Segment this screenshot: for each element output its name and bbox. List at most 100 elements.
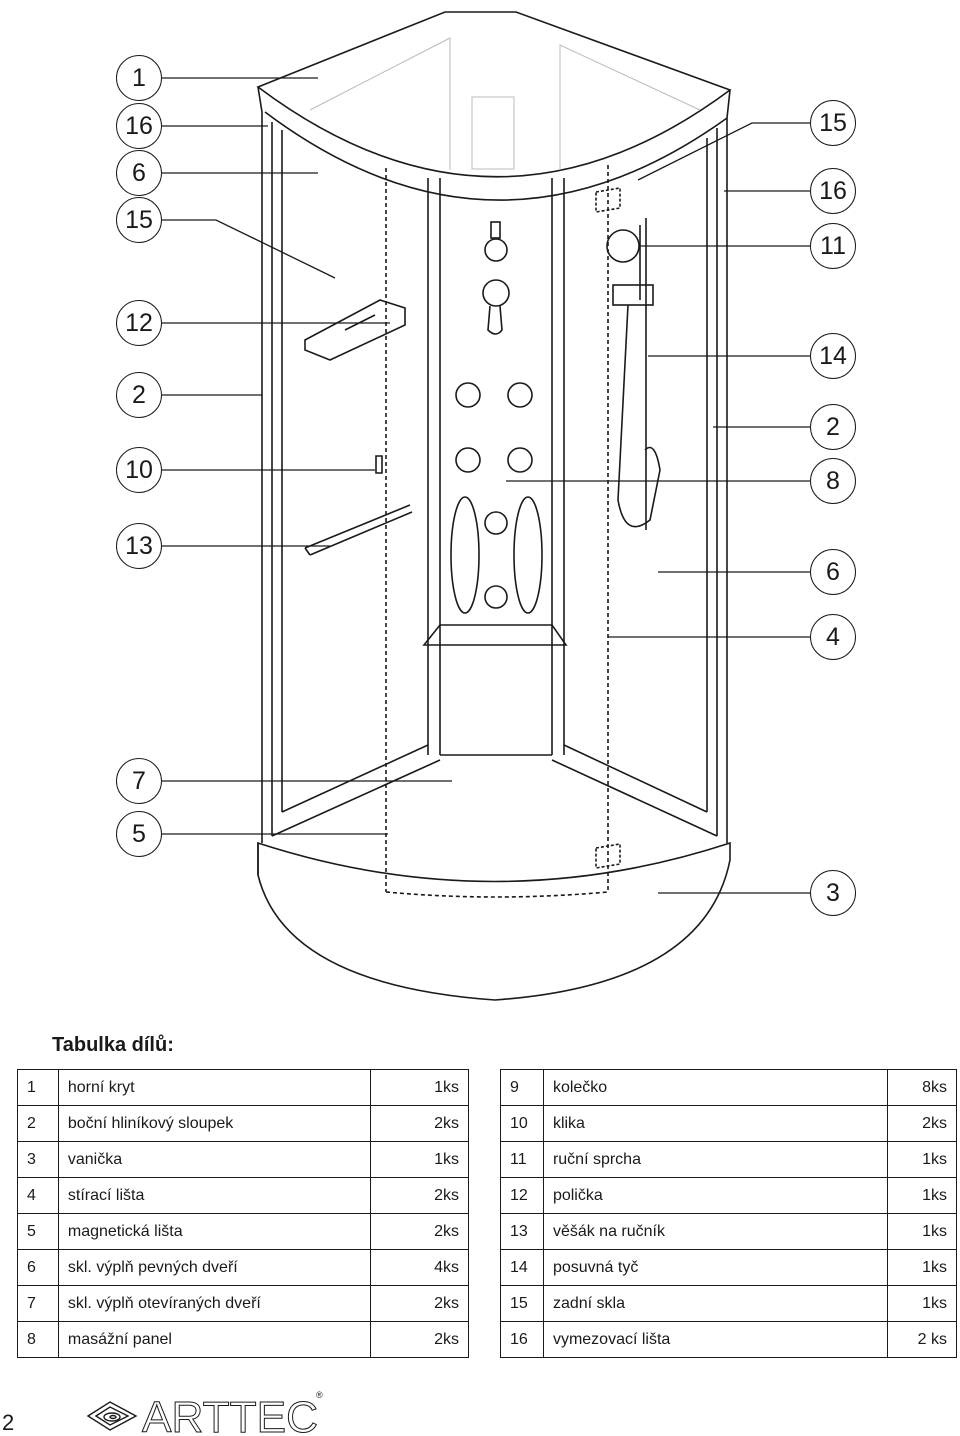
part-number: 3 — [17, 1141, 59, 1178]
part-name: vymezovací lišta — [542, 1321, 889, 1358]
left-post — [261, 112, 283, 843]
part-qty: 1ks — [370, 1069, 469, 1106]
part-name: skl. výplň pevných dveří — [57, 1249, 372, 1286]
part-name: polička — [542, 1177, 889, 1214]
logo-text: ARTTEC — [142, 1393, 318, 1434]
part-qty: 1ks — [887, 1141, 957, 1178]
part-name: magnetická lišta — [57, 1213, 372, 1250]
part-qty: 2ks — [370, 1105, 469, 1142]
shower-tray — [257, 841, 731, 1001]
shower-enclosure-drawing — [160, 11, 810, 1001]
callout-left-5: 12 — [116, 300, 162, 346]
part-number: 8 — [17, 1321, 59, 1358]
part-number: 4 — [17, 1177, 59, 1214]
part-qty: 1ks — [887, 1285, 957, 1322]
callout-right-1: 15 — [810, 100, 856, 146]
part-number: 11 — [500, 1141, 544, 1178]
page-number: 2 — [2, 1410, 15, 1435]
arttec-logo: ARTTEC ® — [86, 1390, 323, 1434]
part-name: masážní panel — [57, 1321, 372, 1358]
part-number: 10 — [500, 1105, 544, 1142]
part-name: klika — [542, 1105, 889, 1142]
part-qty: 2ks — [370, 1177, 469, 1214]
callout-left-7: 10 — [116, 447, 162, 493]
part-name: kolečko — [542, 1069, 889, 1106]
callout-left-3: 6 — [116, 150, 162, 196]
part-name: horní kryt — [57, 1069, 372, 1106]
part-name: stírací lišta — [57, 1177, 372, 1214]
part-number: 1 — [17, 1069, 59, 1106]
part-number: 12 — [500, 1177, 544, 1214]
part-qty: 4ks — [370, 1249, 469, 1286]
towel-rail — [304, 504, 413, 556]
callout-left-8: 13 — [116, 523, 162, 569]
part-qty: 2ks — [370, 1213, 469, 1250]
part-qty: 2ks — [370, 1321, 469, 1358]
part-number: 9 — [500, 1069, 544, 1106]
callout-left-6: 2 — [116, 372, 162, 418]
logo-mark-icon — [86, 1401, 138, 1431]
callout-right-5: 2 — [810, 404, 856, 450]
shelf — [304, 299, 406, 361]
part-number: 15 — [500, 1285, 544, 1322]
callout-right-7: 6 — [810, 549, 856, 595]
part-qty: 1ks — [370, 1141, 469, 1178]
callout-left-1: 1 — [116, 55, 162, 101]
part-qty: 2 ks — [887, 1321, 957, 1358]
part-name: zadní skla — [542, 1285, 889, 1322]
part-number: 14 — [500, 1249, 544, 1286]
callout-right-6: 8 — [810, 458, 856, 504]
callout-right-8: 4 — [810, 614, 856, 660]
part-number: 16 — [500, 1321, 544, 1358]
part-qty: 2ks — [887, 1105, 957, 1142]
part-name: skl. výplň otevíraných dveří — [57, 1285, 372, 1322]
massage-jets — [450, 221, 543, 614]
part-number: 13 — [500, 1213, 544, 1250]
logo-registered-mark: ® — [316, 1390, 323, 1400]
part-number: 2 — [17, 1105, 59, 1142]
part-name: vanička — [57, 1141, 372, 1178]
part-name: věšák na ručník — [542, 1213, 889, 1250]
callout-left-4: 15 — [116, 197, 162, 243]
callout-right-4: 14 — [810, 333, 856, 379]
part-number: 7 — [17, 1285, 59, 1322]
part-qty: 8ks — [887, 1069, 957, 1106]
part-qty: 1ks — [887, 1249, 957, 1286]
back-panel — [427, 178, 565, 755]
top-cover — [256, 11, 732, 178]
part-qty: 1ks — [887, 1177, 957, 1214]
callout-right-3: 11 — [810, 223, 856, 269]
part-qty: 2ks — [370, 1285, 469, 1322]
part-name: ruční sprcha — [542, 1141, 889, 1178]
callout-right-2: 16 — [810, 168, 856, 214]
part-number: 6 — [17, 1249, 59, 1286]
top-cover-edge — [264, 111, 728, 201]
callout-left-10: 5 — [116, 811, 162, 857]
seat — [422, 624, 568, 646]
hand-shower — [606, 218, 661, 530]
parts-table-title: Tabulka dílů: — [52, 1034, 174, 1056]
part-qty: 1ks — [887, 1213, 957, 1250]
part-name: posuvná tyč — [542, 1249, 889, 1286]
callout-left-9: 7 — [116, 758, 162, 804]
callout-right-9: 3 — [810, 870, 856, 916]
part-number: 5 — [17, 1213, 59, 1250]
